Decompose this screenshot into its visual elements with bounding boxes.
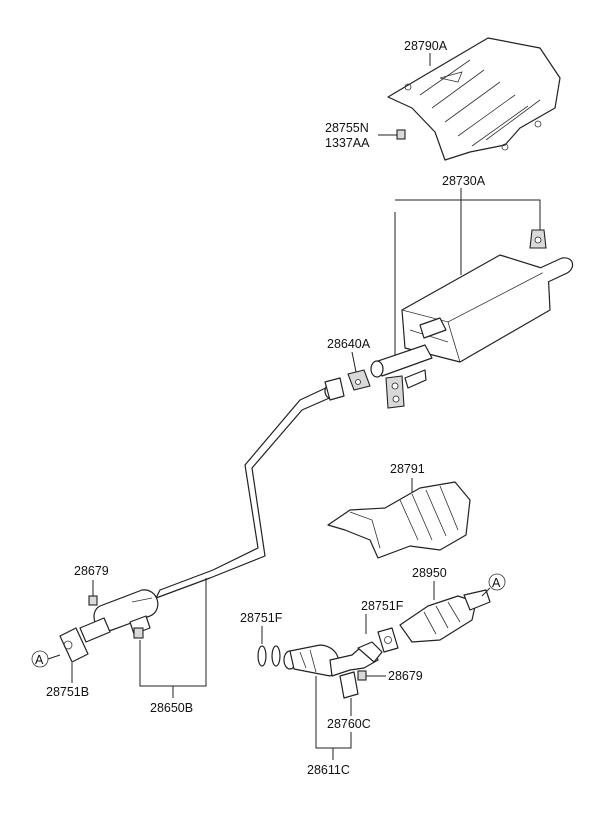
label-front-pipe: 28611C [307,763,350,777]
label-muffler: 28730A [442,174,486,188]
ref-a-left: A [35,653,44,667]
label-gasket-f-right: 28751F [361,599,404,613]
label-hanger: 28760C [327,717,371,731]
rubber-hanger-bottom [385,375,405,409]
label-catalytic: 28950 [412,566,447,580]
label-nut: 28755N [325,121,369,135]
label-gasket-f-left: 28751F [240,611,283,625]
nut-28650b [133,627,144,639]
heat-shield-lower [327,481,471,559]
nut-28679-front [88,595,98,606]
nut-28755n [396,129,406,140]
label-heat-shield-upper: 28790A [404,39,448,53]
front-pipe [283,641,383,699]
label-nut-front: 28679 [74,564,109,578]
muffler [370,254,574,389]
flange-gasket-28751b [59,627,89,663]
rubber-hanger-top [529,229,547,249]
catalytic-converter [399,589,491,643]
label-nut-center: 28679 [388,669,423,683]
gasket-28751f-left [257,645,281,667]
label-heat-shield-lower: 28791 [390,462,425,476]
nut-28679-center [357,670,367,681]
ref-a-right: A [492,576,501,590]
heat-shield-upper [387,37,561,161]
label-nut-alt: 1337AA [325,136,370,150]
clamp-28640a [347,369,371,391]
label-center-pipe: 28650B [150,701,193,715]
center-pipe [155,377,345,599]
label-gasket-b: 28751B [46,685,89,699]
gasket-28751f-right [377,627,399,653]
label-clamp: 28640A [327,337,371,351]
